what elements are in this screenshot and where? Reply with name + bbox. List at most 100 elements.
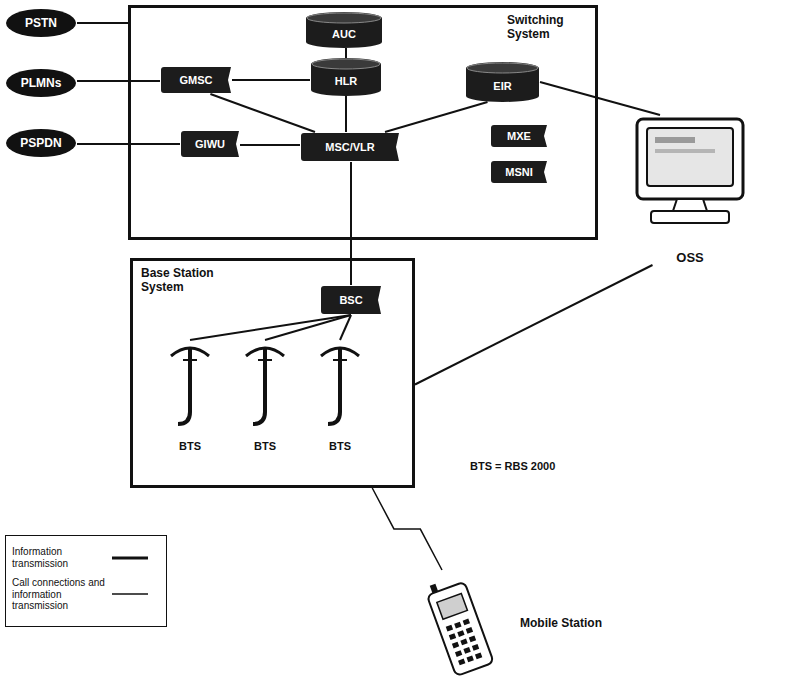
node-label: AUC [332,28,356,40]
node-label: PLMNs [21,76,62,90]
connector-line [190,315,351,340]
phone-key [463,619,470,626]
node-label: GIWU [195,138,225,150]
legend-row: Call connections and information transmi… [12,577,160,612]
shape-outline [315,340,365,452]
box-fill [321,286,381,314]
system-region: Switching SystemAUC HLR EIR GMSC GIWU MSC/VLR… [128,5,598,240]
connector-line [540,82,660,115]
legend-line [112,594,148,596]
legend-row: Information transmission [12,546,160,569]
node-label: EIR [493,80,511,92]
node-label: MSNI [505,166,533,178]
connector-line [340,315,351,340]
connector-line [77,80,160,82]
shape-outline [165,340,215,452]
connector-line [240,144,300,146]
cylinder-body [466,62,539,102]
switch-box: MSNI [490,160,548,184]
phone-key [449,633,456,640]
node-label: OSS [676,250,703,265]
phone-key [467,656,474,663]
node-label: PSPDN [20,136,61,150]
monitor-base [651,211,729,223]
monitor-neck [673,199,707,211]
monitor-frame [637,119,743,199]
network-oval: PSTN [5,8,77,38]
bts-antenna: BTS [240,340,290,452]
phone-key [463,647,470,654]
oval-fill [6,129,76,157]
switch-box: MXE [490,124,548,148]
oval-fill [6,9,76,37]
radio-link [372,488,442,570]
phone-key [475,652,482,659]
connector-line [345,48,347,58]
node-label: PSTN [25,16,57,30]
switch-box: MSC/VLR [300,132,400,162]
phone-key [469,636,476,643]
phone-key [455,650,462,657]
connector-line [350,162,352,285]
phone-key [457,630,464,637]
system-region: Base Station SystemBSCBTSBTSBTS [130,258,415,488]
connector-line [415,265,653,385]
shape-outline [615,115,765,265]
oss-terminal: OSS [615,115,765,265]
box-fill [491,125,547,147]
node-label: BTS [179,440,201,452]
phone-screen [437,593,468,619]
connector-line [77,22,128,24]
oval-fill [6,69,76,97]
box-fill [301,133,399,161]
antenna-bar [258,359,272,361]
controller-box: BSC [320,285,382,315]
box-fill [161,67,231,93]
phone-key [472,644,479,651]
node-label: Switching System [507,14,587,42]
connector-line [210,94,315,132]
shape-outline [240,340,290,452]
connector-line [265,315,351,340]
cylinder-body [311,58,381,96]
bts-antenna: BTS [315,340,365,452]
cylinder-cap [307,13,381,23]
monitor-screen [647,128,733,186]
phone-case [427,582,494,676]
box-fill [491,161,547,183]
antenna-bar [333,359,347,361]
connector-line [232,79,310,81]
bts-antenna: BTS [165,340,215,452]
connector-line [345,96,347,132]
phone-key [446,625,453,632]
node-label: MSC/VLR [325,141,375,153]
antenna-bar [183,359,197,361]
node-label: Mobile Station [520,616,602,630]
database-cylinder: EIR [465,62,540,102]
connector-line [385,102,488,132]
legend-sample [108,588,152,600]
node-label: GMSC [180,74,213,86]
note-label: BTS = RBS 2000 [470,460,555,472]
switch-box: GIWU [180,130,240,158]
node-label: HLR [335,75,358,87]
node-label: BTS [254,440,276,452]
cylinder-body [306,12,382,48]
phone-key [460,639,467,646]
network-oval: PLMNs [5,68,77,98]
network-oval: PSPDN [5,128,77,158]
switch-box: GMSC [160,66,232,94]
legend-line [112,556,148,559]
database-cylinder: AUC [305,12,383,48]
node-label: MXE [507,130,531,142]
screen-bar [655,137,695,143]
legend-box: Information transmissionCall connections… [5,535,167,627]
database-cylinder: HLR [310,58,382,96]
cylinder-cap [467,63,538,73]
phone-key [452,642,459,649]
legend-sample [108,552,152,564]
node-label: BSC [339,294,362,306]
phone-body [424,574,494,676]
mobile-station: Mobile Station [420,570,640,675]
screen-bar [655,149,715,153]
